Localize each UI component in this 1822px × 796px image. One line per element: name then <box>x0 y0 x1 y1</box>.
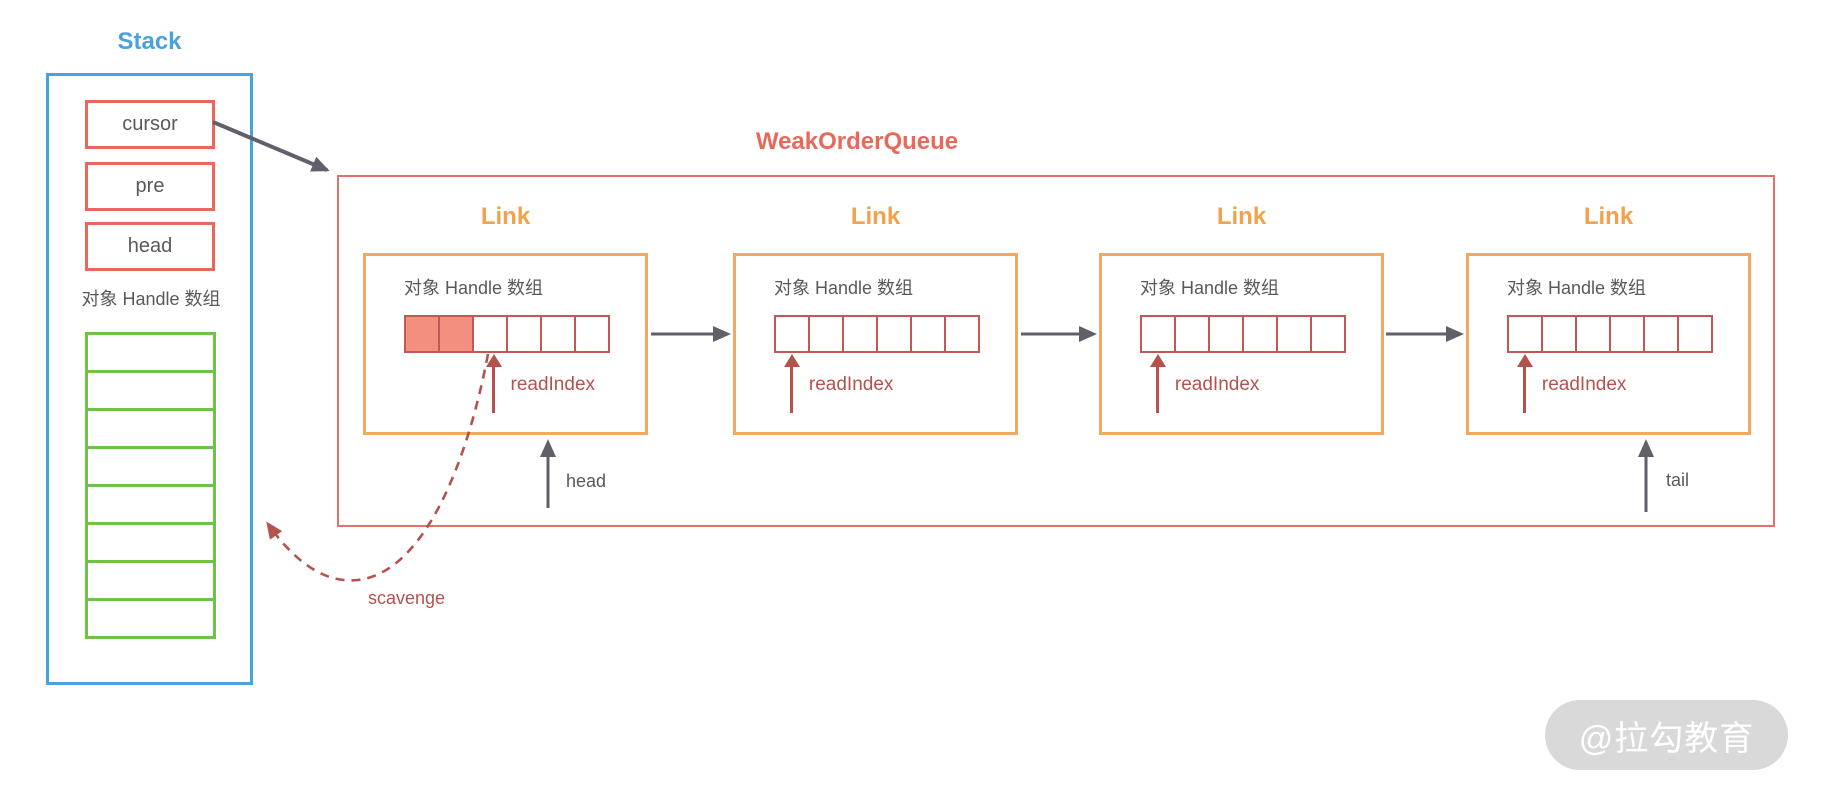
stack-field-head-label: head <box>127 235 173 257</box>
read-index-label: readIndex <box>1174 374 1260 395</box>
handle-cell <box>1208 315 1244 353</box>
handle-cell <box>1575 315 1611 353</box>
handle-cell <box>1507 315 1543 353</box>
read-index-label: readIndex <box>1541 374 1627 395</box>
stack-array-cell <box>85 446 216 487</box>
link-box: 对象 Handle 数组 readIndex <box>363 253 648 435</box>
read-index-arrow <box>485 354 502 414</box>
link-handle-array <box>404 315 610 353</box>
read-index-arrow <box>1516 354 1533 414</box>
handle-cell <box>944 315 980 353</box>
arrow-head-icon <box>485 354 502 367</box>
handle-cell <box>438 315 474 353</box>
head-pointer-label: head <box>566 471 607 491</box>
link-box: 对象 Handle 数组 readIndex <box>1466 253 1751 435</box>
link-array-label: 对象 Handle 数组 <box>1507 278 1647 298</box>
handle-cell <box>1276 315 1312 353</box>
tail-pointer-label: tail <box>1666 470 1690 490</box>
handle-cell <box>574 315 610 353</box>
link-handle-array <box>1140 315 1346 353</box>
link-node: Link 对象 Handle 数组 readIndex <box>1466 203 1751 435</box>
stack-box: cursor pre head 对象 Handle 数组 <box>46 73 253 685</box>
handle-cell <box>910 315 946 353</box>
stack-field-cursor-label: cursor <box>122 113 178 135</box>
handle-cell <box>774 315 810 353</box>
link-node: Link 对象 Handle 数组 readIndex <box>363 203 648 435</box>
handle-cell <box>1242 315 1278 353</box>
stack-array-cell <box>85 370 216 411</box>
weak-order-queue-box <box>337 175 1775 527</box>
watermark-badge: @拉勾教育 <box>1545 700 1788 770</box>
arrow-stem <box>1156 367 1160 413</box>
handle-cell <box>808 315 844 353</box>
link-box: 对象 Handle 数组 readIndex <box>733 253 1018 435</box>
arrow-head-icon <box>1149 354 1166 367</box>
link-title: Link <box>1583 203 1634 230</box>
handle-cell <box>1310 315 1346 353</box>
handle-cell <box>1174 315 1210 353</box>
arrow-stem <box>1523 367 1527 413</box>
handle-cell <box>1609 315 1645 353</box>
stack-field-pre-label: pre <box>135 175 165 197</box>
stack-array-cell <box>85 484 216 525</box>
link-handle-array <box>774 315 980 353</box>
handle-cell <box>1541 315 1577 353</box>
arrow-head-icon <box>783 354 800 367</box>
stack-array-cell <box>85 598 216 639</box>
link-node: Link 对象 Handle 数组 readIndex <box>1099 203 1384 435</box>
scavenge-label: scavenge <box>368 588 446 608</box>
handle-cell <box>842 315 878 353</box>
stack-array-cell <box>85 522 216 563</box>
link-array-label: 对象 Handle 数组 <box>774 278 914 298</box>
handle-cell <box>506 315 542 353</box>
handle-cell <box>1643 315 1679 353</box>
link-box: 对象 Handle 数组 readIndex <box>1099 253 1384 435</box>
handle-cell <box>1140 315 1176 353</box>
read-index-arrow <box>1149 354 1166 414</box>
read-index-label: readIndex <box>510 374 596 395</box>
arrow-head-icon <box>1516 354 1533 367</box>
weak-order-queue-title: WeakOrderQueue <box>755 128 959 155</box>
stack-field-cursor: cursor <box>85 100 215 149</box>
handle-cell <box>540 315 576 353</box>
watermark-text: @拉勾教育 <box>1578 719 1755 758</box>
stack-array-cell <box>85 332 216 373</box>
link-title: Link <box>480 203 531 230</box>
read-index-label: readIndex <box>808 374 894 395</box>
link-array-label: 对象 Handle 数组 <box>1140 278 1280 298</box>
read-index-arrow <box>783 354 800 414</box>
link-title: Link <box>1216 203 1267 230</box>
arrow-stem <box>492 367 495 413</box>
handle-cell <box>404 315 440 353</box>
handle-cell <box>1677 315 1713 353</box>
stack-array-cell <box>85 408 216 449</box>
link-title: Link <box>850 203 901 230</box>
link-handle-array <box>1507 315 1713 353</box>
stack-field-pre: pre <box>85 162 215 211</box>
stack-array-label: 对象 Handle 数组 <box>81 289 221 309</box>
arrow-stem <box>790 367 794 413</box>
stack-title: Stack <box>117 28 182 55</box>
link-node: Link 对象 Handle 数组 readIndex <box>733 203 1018 435</box>
handle-cell <box>472 315 508 353</box>
link-array-label: 对象 Handle 数组 <box>404 278 544 298</box>
handle-cell <box>876 315 912 353</box>
stack-field-head: head <box>85 222 215 271</box>
stack-array-cell <box>85 560 216 601</box>
stack-handle-array <box>85 332 216 639</box>
